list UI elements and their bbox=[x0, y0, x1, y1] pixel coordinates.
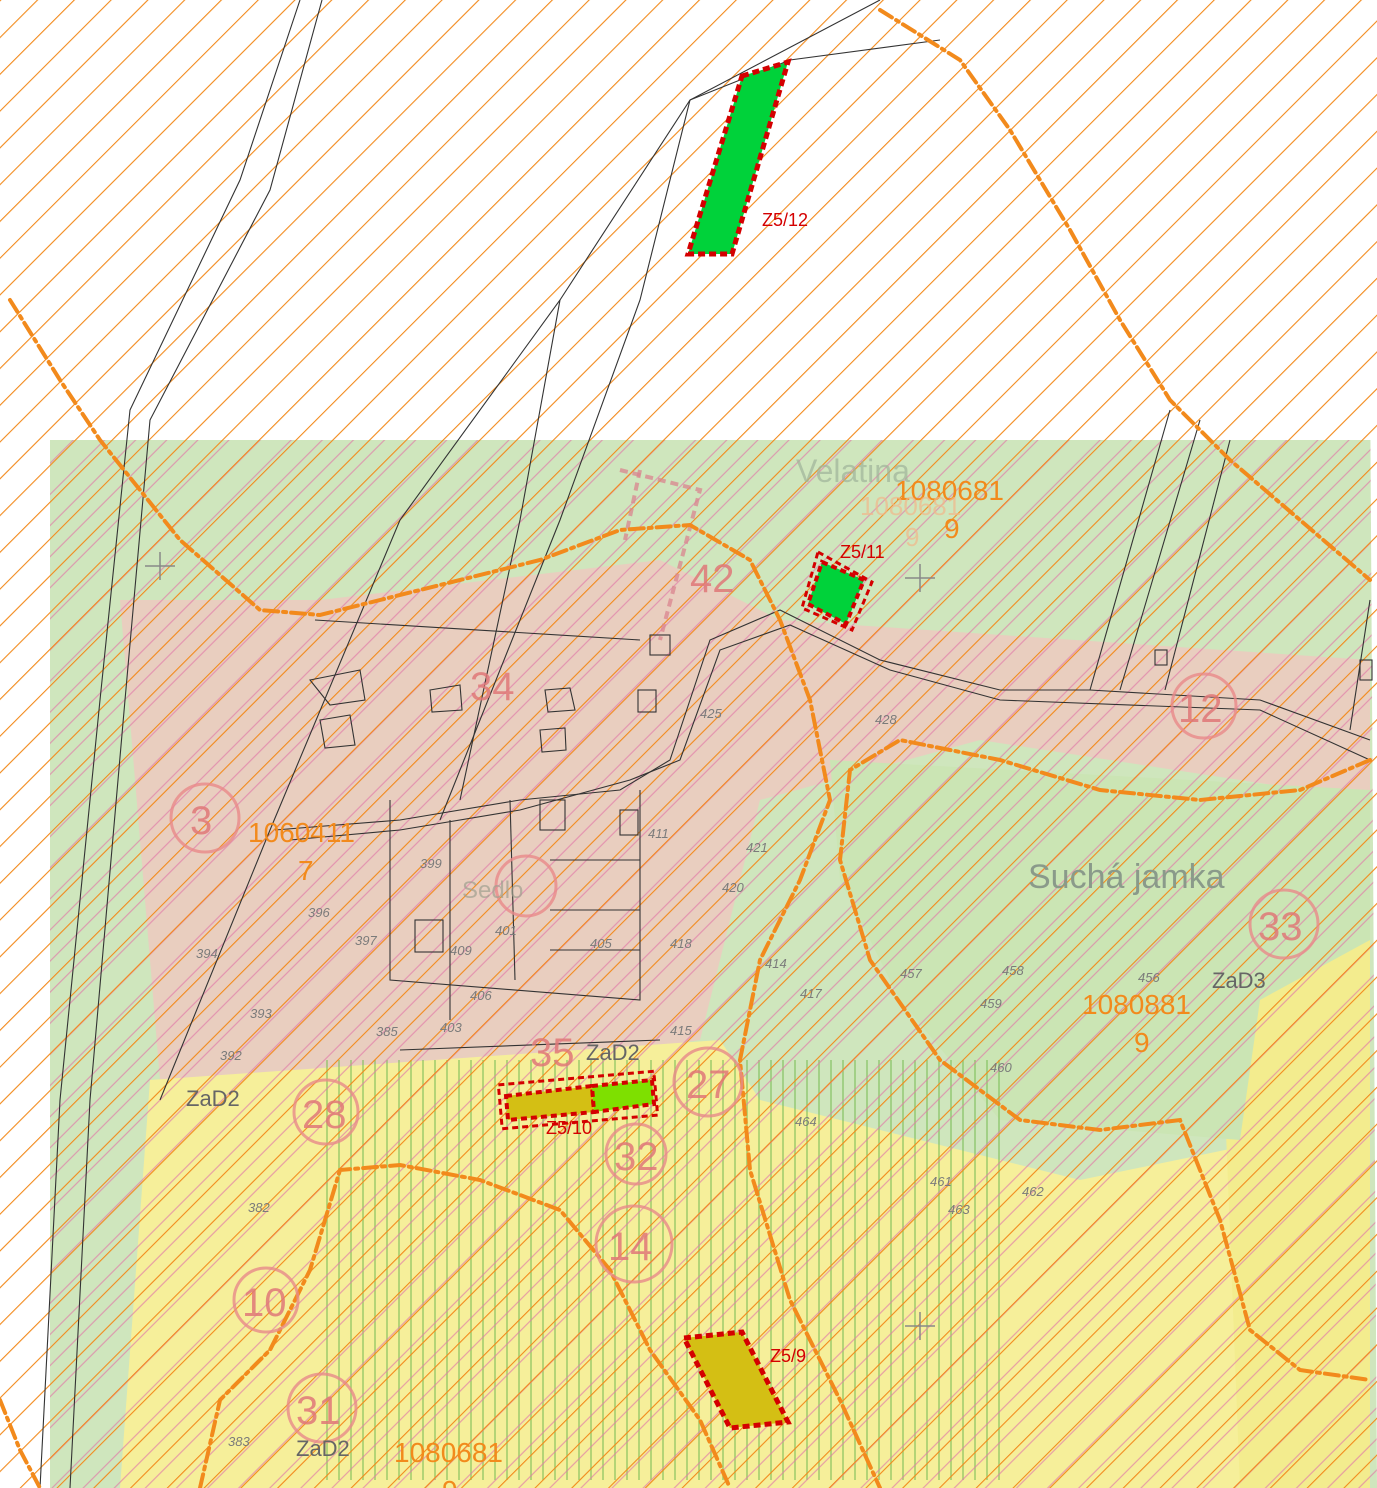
area-z5-10-label: Z5/10 bbox=[546, 1118, 592, 1138]
circle-num-35: 35 bbox=[530, 1031, 575, 1075]
circle-num-3: 3 bbox=[190, 799, 212, 843]
code-bottom-line1: 1080681 bbox=[394, 1437, 503, 1468]
parcel-num: 460 bbox=[990, 1060, 1012, 1075]
zad-labels: ZaD3 ZaD2 ZaD2 ZaD2 bbox=[186, 968, 1266, 1461]
orange-codes-ghost: 1080681 9 bbox=[860, 491, 961, 552]
parcel-num: 411 bbox=[648, 826, 669, 841]
code-left-line1: 1060411 bbox=[248, 817, 355, 848]
parcel-num: 421 bbox=[746, 840, 768, 855]
parcel-num: 428 bbox=[875, 712, 897, 727]
code-bottom-line2: 9 bbox=[442, 1475, 458, 1488]
circle-num-12: 12 bbox=[1178, 687, 1223, 731]
circle-number-texts: 42 34 3 33 12 27 28 32 14 10 31 35 bbox=[190, 557, 1303, 1433]
area-z5-12-polygon[interactable] bbox=[684, 58, 792, 257]
code-center-right-line2: 9 bbox=[1134, 1027, 1150, 1058]
parcel-num: 394 bbox=[196, 946, 218, 961]
area-z5-11-label: Z5/11 bbox=[840, 542, 885, 562]
parcel-num: 393 bbox=[250, 1006, 272, 1021]
code-top-right-line1: 1080681 bbox=[895, 475, 1004, 506]
circle-num-14: 14 bbox=[608, 1225, 653, 1269]
parcel-num: 418 bbox=[670, 936, 692, 951]
area-z5-10[interactable]: Z5/10 bbox=[496, 1069, 660, 1138]
parcel-lines bbox=[39, 0, 1373, 1488]
parcel-num: 463 bbox=[948, 1202, 970, 1217]
circle-num-42: 42 bbox=[690, 557, 735, 601]
circle-labels bbox=[169, 672, 1320, 1444]
survey-boundary-2 bbox=[623, 469, 642, 541]
circle-num-33: 33 bbox=[1258, 905, 1303, 949]
place-velatina: Velatina bbox=[796, 453, 910, 489]
area-z5-9[interactable]: Z5/9 bbox=[680, 1329, 806, 1431]
label-zad2-bottom: ZaD2 bbox=[296, 1436, 350, 1461]
parcel-num: 409 bbox=[450, 943, 472, 958]
parcel-num: 420 bbox=[722, 880, 744, 895]
parcel-num: 457 bbox=[900, 966, 922, 981]
circle-num-28: 28 bbox=[302, 1093, 347, 1137]
circle-num-27: 27 bbox=[686, 1063, 731, 1107]
parcel-num: 414 bbox=[765, 956, 787, 971]
code-center-right-line1: 1080881 bbox=[1082, 989, 1191, 1020]
parcel-num: 383 bbox=[228, 1434, 250, 1449]
parcel-num: 456 bbox=[1138, 970, 1160, 985]
label-zad2-left: ZaD2 bbox=[186, 1086, 240, 1111]
parcel-num: 396 bbox=[308, 905, 330, 920]
parcel-num: 399 bbox=[420, 856, 442, 871]
circle-num-31: 31 bbox=[296, 1389, 341, 1433]
survey-boundary bbox=[619, 468, 703, 641]
place-sucha-jamka: Suchá jamka bbox=[1028, 858, 1225, 896]
parcel-num: 461 bbox=[930, 1174, 952, 1189]
parcel-num: 397 bbox=[355, 933, 377, 948]
parcel-num: 382 bbox=[248, 1200, 270, 1215]
circle-num-10: 10 bbox=[242, 1281, 287, 1325]
code-left-line2: 7 bbox=[298, 855, 314, 886]
parcel-num: 417 bbox=[800, 986, 822, 1001]
label-zad2-mid: ZaD2 bbox=[586, 1040, 640, 1065]
parcel-num: 459 bbox=[980, 996, 1002, 1011]
area-z5-12[interactable]: Z5/12 bbox=[684, 58, 808, 257]
parcel-num: 401 bbox=[495, 923, 517, 938]
parcel-num: 385 bbox=[376, 1024, 398, 1039]
parcel-num: 464 bbox=[795, 1114, 817, 1129]
code-ghost-line1: 1080681 bbox=[860, 491, 961, 521]
parcel-num: 415 bbox=[670, 1023, 692, 1038]
orange-boundaries bbox=[0, 8, 1372, 1488]
area-z5-11[interactable]: Z5/11 bbox=[800, 542, 885, 632]
parcel-num: 425 bbox=[700, 706, 722, 721]
code-ghost-line2: 9 bbox=[905, 522, 919, 552]
grid-cross-markers bbox=[145, 552, 935, 1340]
area-z5-10-polygon-lime[interactable] bbox=[589, 1077, 657, 1115]
label-zad3: ZaD3 bbox=[1212, 968, 1266, 993]
area-z5-11-outer bbox=[800, 549, 874, 632]
parcel-num: 458 bbox=[1002, 963, 1024, 978]
area-z5-9-label: Z5/9 bbox=[770, 1346, 806, 1366]
orange-codes: 1080681 9 1060411 7 1080881 9 1080681 9 bbox=[248, 475, 1191, 1488]
parcel-num: 405 bbox=[590, 936, 612, 951]
circle-num-34: 34 bbox=[470, 665, 515, 709]
place-sedlo: Sedlo bbox=[462, 877, 523, 904]
parcel-num: 403 bbox=[440, 1020, 462, 1035]
code-top-right-line2: 9 bbox=[944, 513, 960, 544]
parcel-num: 392 bbox=[220, 1048, 242, 1063]
area-z5-12-label: Z5/12 bbox=[762, 210, 808, 230]
parcel-num: 462 bbox=[1022, 1184, 1044, 1199]
parcel-num: 406 bbox=[470, 988, 492, 1003]
area-z5-11-polygon[interactable] bbox=[805, 559, 867, 627]
area-z5-9-polygon[interactable] bbox=[680, 1329, 792, 1431]
circle-num-32: 32 bbox=[614, 1135, 659, 1179]
parcel-number-labels: 396 397 399 401 403 405 406 409 411 414 … bbox=[196, 706, 1160, 1449]
